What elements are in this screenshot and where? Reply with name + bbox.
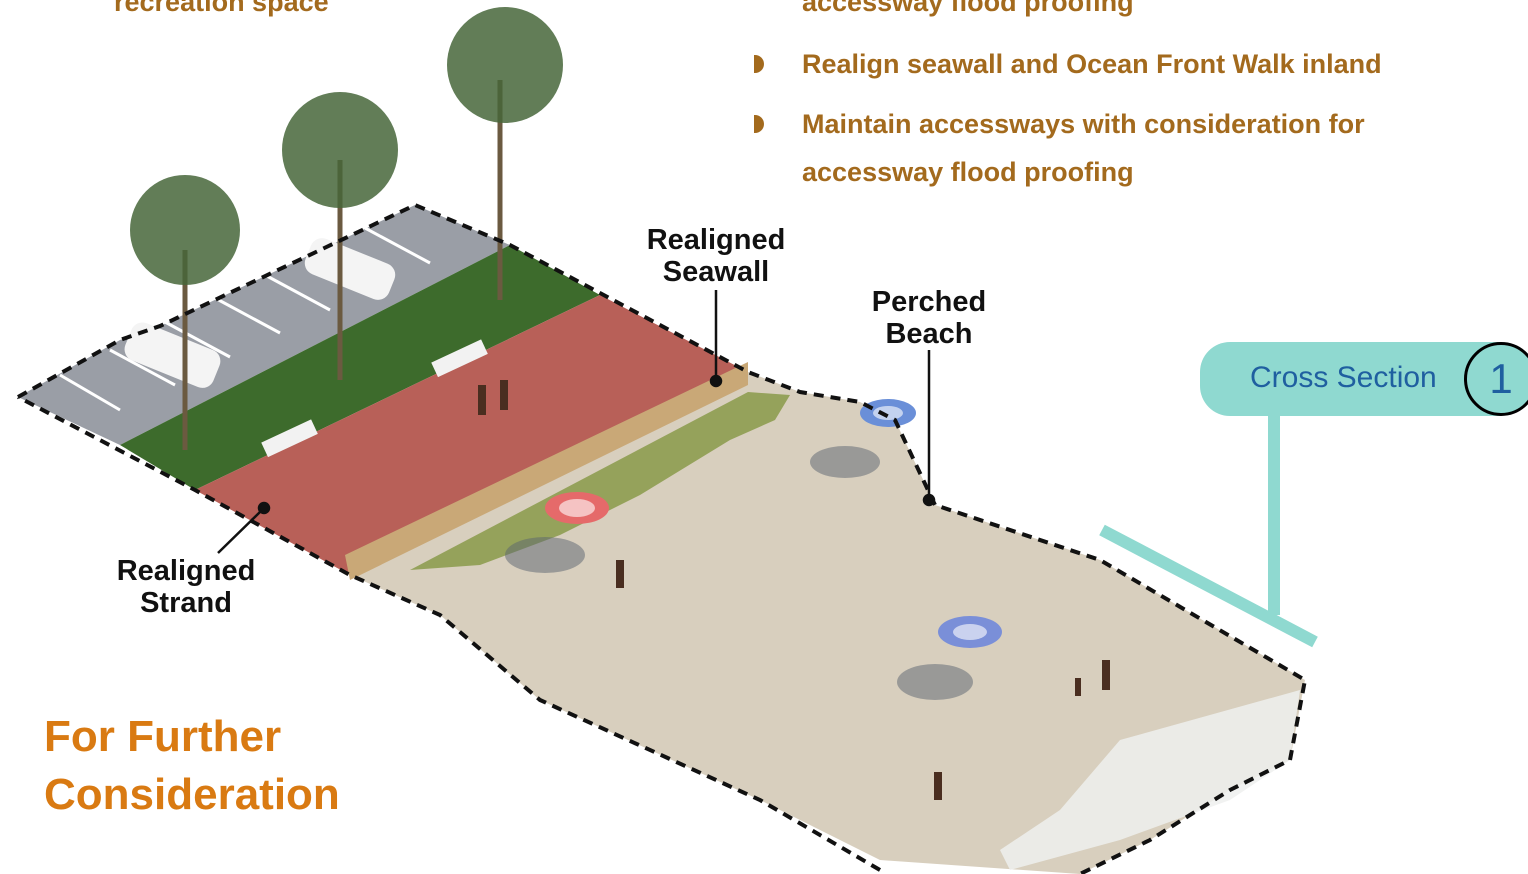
list-item: Maintain accessways with consideration f… <box>752 100 1452 196</box>
list-item: Realign seawall and Ocean Front Walk inl… <box>752 40 1452 88</box>
car-1 <box>124 322 221 388</box>
beach-people <box>478 380 1110 800</box>
site-outline <box>17 202 1308 874</box>
label-leaders <box>217 290 936 554</box>
car-2 <box>304 238 396 300</box>
bullet-icon <box>754 55 764 73</box>
strand-promenade <box>195 295 748 575</box>
cross-section-number: 1 <box>1464 342 1528 416</box>
measures-list: Realign seawall and Ocean Front Walk inl… <box>752 40 1452 196</box>
consideration-heading: For Further Consideration <box>44 712 340 819</box>
top-right-fragment: accessway flood proofing <box>802 0 1134 17</box>
top-left-fragment: recreation space <box>114 0 329 17</box>
grass-strip <box>120 245 600 490</box>
cross-section-label: Cross Section <box>1250 361 1437 394</box>
label-perched-beach: Perched Beach <box>871 286 987 350</box>
dune-grass <box>410 392 790 570</box>
bench-1 <box>431 339 488 378</box>
palm-trees <box>130 7 563 450</box>
bench-2 <box>261 419 318 458</box>
beach-umbrellas <box>505 399 1002 700</box>
bullet-icon <box>754 115 764 133</box>
surf-foam <box>1000 690 1300 870</box>
cross-section-marker <box>1099 416 1318 648</box>
bullet-text: Realign seawall and Ocean Front Walk inl… <box>802 49 1382 79</box>
bullet-text: Maintain accessways with consideration f… <box>802 109 1365 187</box>
label-realigned-strand: Realigned Strand <box>116 555 256 619</box>
label-realigned-seawall: Realigned Seawall <box>646 224 786 288</box>
seawall-wall <box>345 362 748 580</box>
cross-section-callout[interactable]: Cross Section 1 <box>1200 342 1528 416</box>
